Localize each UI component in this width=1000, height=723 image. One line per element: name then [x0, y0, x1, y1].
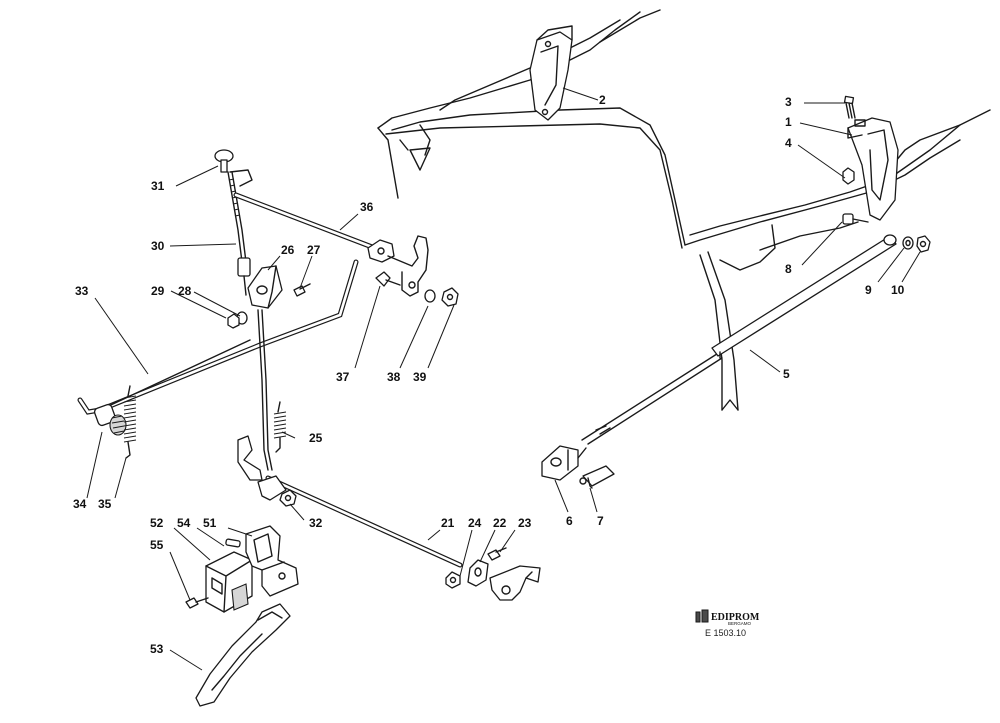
- callout-22: 22: [493, 516, 507, 530]
- callout-9: 9: [865, 283, 872, 297]
- callout-55: 55: [150, 538, 164, 552]
- bolt-part-8: [842, 213, 869, 225]
- pin-part-7: [579, 465, 615, 489]
- callout-26: 26: [281, 243, 295, 257]
- nut-part-24: [445, 571, 461, 589]
- callout-lines: [86, 87, 921, 671]
- callout-34: 34: [73, 497, 87, 511]
- callout-35: 35: [98, 497, 112, 511]
- clevis-part-6: [541, 445, 587, 481]
- bolt-part-3: [843, 95, 856, 119]
- callout-33: 33: [75, 284, 89, 298]
- nut-part-10: [916, 235, 931, 253]
- pedal-part-53: [195, 603, 291, 707]
- pivot-bracket-part-26: [247, 265, 283, 309]
- bolt-part-27: [293, 283, 311, 297]
- bolt-part-23: [487, 547, 507, 561]
- left-bracket-lower: [237, 435, 263, 481]
- callout-27: 27: [307, 243, 321, 257]
- rod-part-5: [581, 234, 897, 445]
- rod-part-30: [227, 171, 251, 296]
- logo-sub: BERGAMO: [728, 621, 752, 626]
- bracket-part-2: [529, 25, 573, 121]
- callout-labels: 2 3 1 4 8 9 10 5 6 7 31 30 29 28 26 27 3…: [73, 93, 905, 656]
- callout-29: 29: [151, 284, 165, 298]
- callout-36: 36: [360, 200, 374, 214]
- callout-52: 52: [150, 516, 164, 530]
- knob-part-31: [214, 149, 234, 173]
- callout-8: 8: [785, 262, 792, 276]
- ediprom-logo: EDIPROM BERGAMO: [695, 609, 760, 626]
- drawing-code: E 1503.10: [705, 628, 746, 638]
- callout-28: 28: [178, 284, 192, 298]
- clamp-part-22: [467, 559, 489, 587]
- rod-part-21: [257, 475, 463, 568]
- callout-30: 30: [151, 239, 165, 253]
- callout-39: 39: [413, 370, 427, 384]
- washer-part-38: [424, 289, 436, 303]
- callout-51: 51: [203, 516, 217, 530]
- nut-part-32: [279, 489, 297, 507]
- callout-21: 21: [441, 516, 455, 530]
- callout-6: 6: [566, 514, 573, 528]
- bracket-part-1: [847, 117, 899, 221]
- logo-brand: EDIPROM: [711, 612, 760, 623]
- bolt-part-37: [375, 271, 401, 287]
- callout-25: 25: [309, 431, 323, 445]
- rod-part-33: [77, 259, 359, 415]
- screw-part-55: [185, 597, 209, 609]
- rod-part-36: [229, 169, 383, 253]
- nut-part-4: [842, 167, 855, 185]
- callout-54: 54: [177, 516, 191, 530]
- callout-10: 10: [891, 283, 905, 297]
- callout-5: 5: [783, 367, 790, 381]
- hook-plate-lower: [489, 565, 541, 601]
- washer-part-9: [902, 236, 914, 250]
- pin-part-54: [225, 538, 241, 548]
- block-part-52: [205, 551, 253, 613]
- bracket-part-51: [245, 525, 299, 597]
- nut-part-39: [441, 287, 459, 307]
- deck-frame: [377, 9, 991, 411]
- callout-38: 38: [387, 370, 401, 384]
- callout-1: 1: [785, 115, 792, 129]
- spring-part-35: [123, 385, 137, 459]
- nut-part-29: [227, 313, 240, 329]
- callout-3: 3: [785, 95, 792, 109]
- callout-24: 24: [468, 516, 482, 530]
- spring-part-25: [273, 401, 287, 453]
- callout-4: 4: [785, 136, 792, 150]
- vertical-link-rod: [257, 309, 273, 471]
- callout-32: 32: [309, 516, 323, 530]
- callout-31: 31: [151, 179, 165, 193]
- callout-2: 2: [599, 93, 606, 107]
- callout-53: 53: [150, 642, 164, 656]
- callout-7: 7: [597, 514, 604, 528]
- bumper-part-34: [93, 403, 127, 436]
- hook-bracket-rod-36: [367, 235, 429, 297]
- callout-23: 23: [518, 516, 532, 530]
- callout-37: 37: [336, 370, 350, 384]
